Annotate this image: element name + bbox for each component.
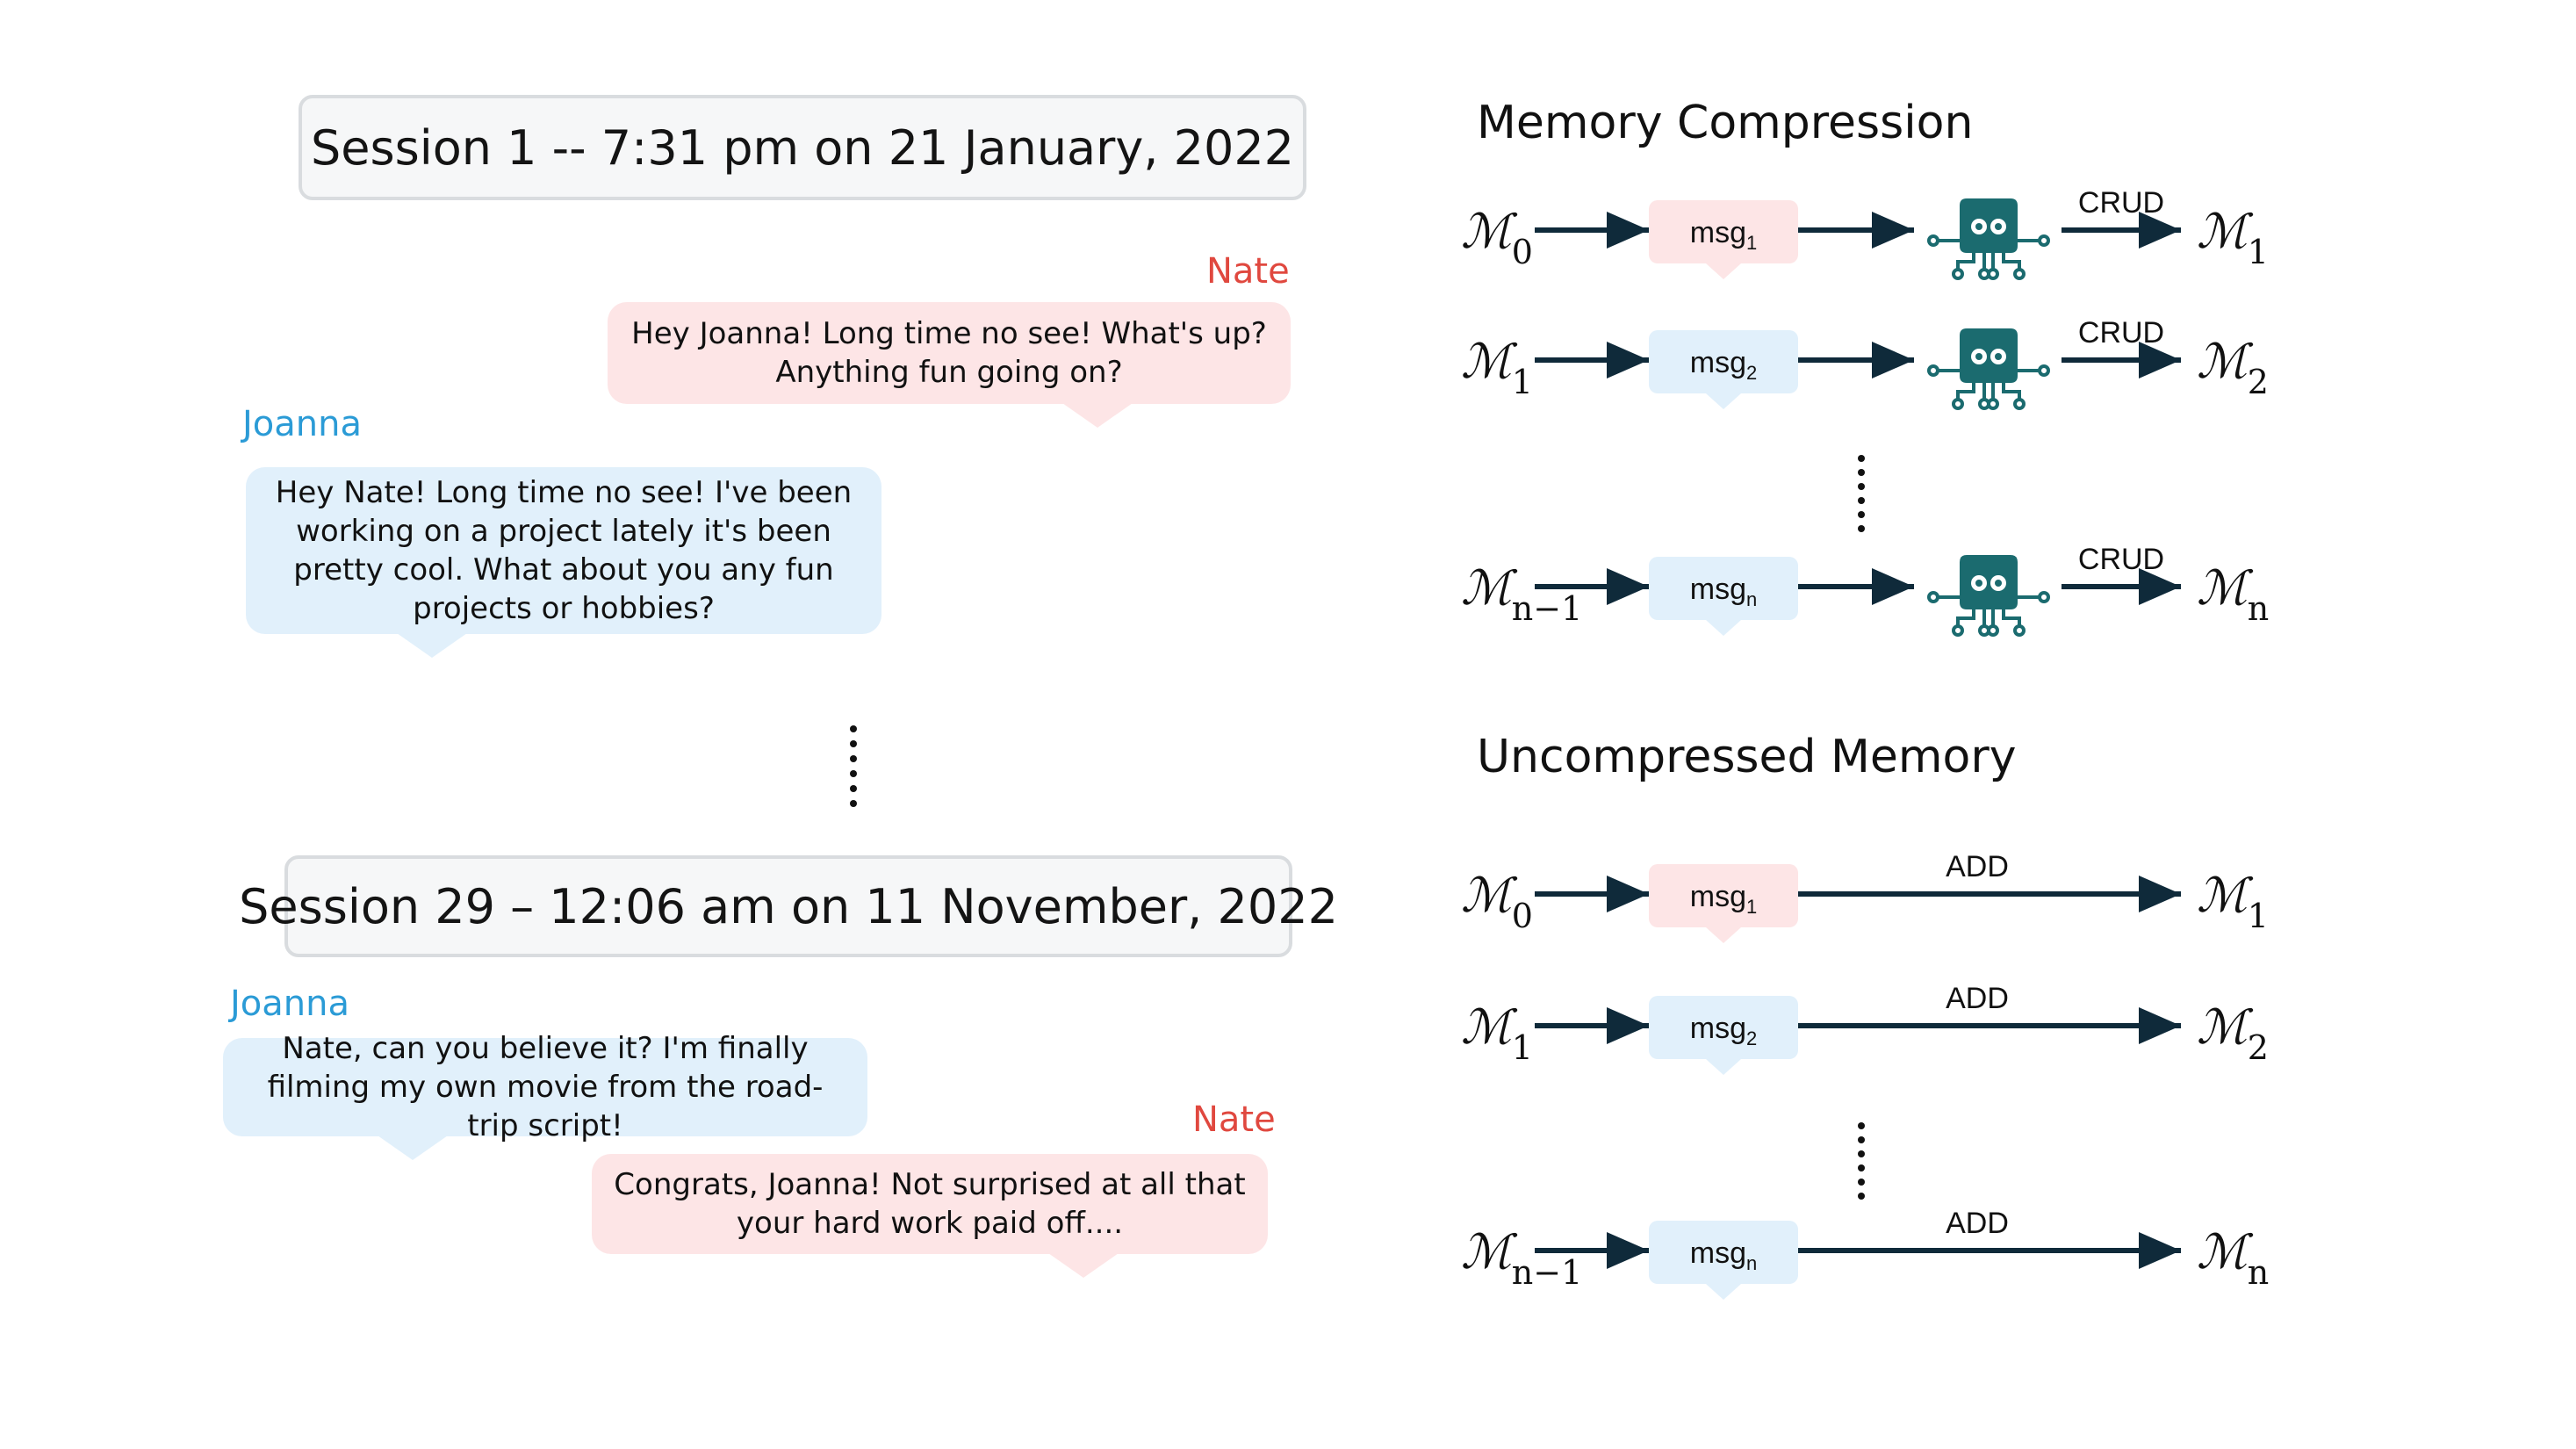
ellipsis-vertical [1858,1122,1865,1129]
speaker-nate: Nate [1206,251,1290,292]
message-text: Hey Joanna! Long time no see! What's up?… [631,316,1267,390]
uncompressed-memory-title: Uncompressed Memory [1477,731,2017,783]
memory-input-label: ℳ1 [1461,334,1533,401]
memory-input-label: ℳ0 [1461,204,1533,271]
msg-box-tail [1706,1284,1741,1300]
memory-output-label: ℳ2 [2197,334,2269,401]
msg-box-tail [1706,393,1741,409]
msg-box-tail [1706,620,1741,636]
agent-icon [1927,327,2050,410]
ellipsis-vertical [1858,511,1865,518]
ellipsis-vertical [1858,1179,1865,1186]
agent-icon [1927,553,2050,637]
ellipsis-vertical [1858,1150,1865,1157]
message-text: Congrats, Joanna! Not surprised at all t… [614,1167,1246,1241]
message-bubble: Hey Joanna! Long time no see! What's up?… [608,302,1291,404]
message-text: Nate, can you believe it? I'm finally fi… [267,1031,824,1143]
ellipsis-vertical [1858,469,1865,476]
memory-compression-title: Memory Compression [1477,97,1974,149]
message-box [1649,864,1798,927]
operation-label: ADD [1946,982,2009,1015]
ellipsis-vertical [1858,1164,1865,1171]
memory-output-label: ℳ1 [2197,204,2269,271]
message-box [1649,1221,1798,1284]
message-bubble: Nate, can you believe it? I'm finally fi… [223,1031,867,1143]
speaker-joanna: Joanna [242,404,362,444]
memory-output-label: ℳ1 [2197,868,2269,935]
msg-box-tail [1706,263,1741,279]
bubble-tail [378,1135,448,1160]
session-29-title: Session 29 – 12:06 am on 11 November, 20… [239,878,1338,934]
ellipsis-vertical [850,725,857,807]
bubble-tail [397,633,467,658]
msg-label: msg1 [1690,216,1757,254]
memory-input-label: ℳn−1 [1461,560,1582,628]
session-1-title: Session 1 -- 7:31 pm on 21 January, 2022 [310,119,1295,176]
ellipsis-vertical [1858,497,1865,504]
session-1-header: Session 1 -- 7:31 pm on 21 January, 2022 [299,95,1306,200]
memory-output-label: ℳ2 [2197,999,2269,1067]
message-box [1649,996,1798,1059]
bubble-tail [1048,1253,1119,1278]
memory-input-label: ℳ0 [1461,868,1533,935]
message-box [1649,557,1798,620]
ellipsis-vertical [1858,1193,1865,1200]
memory-output-label: ℳn [2197,1224,2269,1292]
ellipsis-vertical [1858,455,1865,462]
memory-input-label: ℳn−1 [1461,1224,1582,1292]
operation-label: CRUD [2078,543,2164,576]
msg-label: msg2 [1690,346,1757,384]
message-text: Hey Nate! Long time no see! I've been wo… [275,475,853,626]
ellipsis-vertical [1858,483,1865,490]
agent-icon [1927,197,2050,280]
memory-input-label: ℳ1 [1461,999,1533,1067]
message-box [1649,200,1798,263]
msg-label: msg2 [1690,1012,1757,1049]
bubble-tail [1062,403,1133,428]
speaker-nate: Nate [1192,1099,1276,1140]
message-box [1649,330,1798,393]
operation-label: CRUD [2078,316,2164,350]
operation-label: CRUD [2078,186,2164,220]
message-bubble: Hey Nate! Long time no see! I've been wo… [246,467,881,634]
msg-box-tail [1706,927,1741,943]
speaker-joanna: Joanna [230,984,349,1024]
memory-output-label: ℳn [2197,560,2269,628]
msg-label: msgn [1690,573,1757,610]
ellipsis-vertical [1858,1136,1865,1143]
ellipsis-vertical [1858,525,1865,532]
msg-box-tail [1706,1059,1741,1075]
message-bubble: Congrats, Joanna! Not surprised at all t… [592,1154,1268,1254]
session-29-header: Session 29 – 12:06 am on 11 November, 20… [239,855,1338,957]
msg-label: msg1 [1690,880,1757,918]
msg-label: msgn [1690,1236,1757,1274]
operation-label: ADD [1946,1207,2009,1240]
operation-label: ADD [1946,850,2009,883]
